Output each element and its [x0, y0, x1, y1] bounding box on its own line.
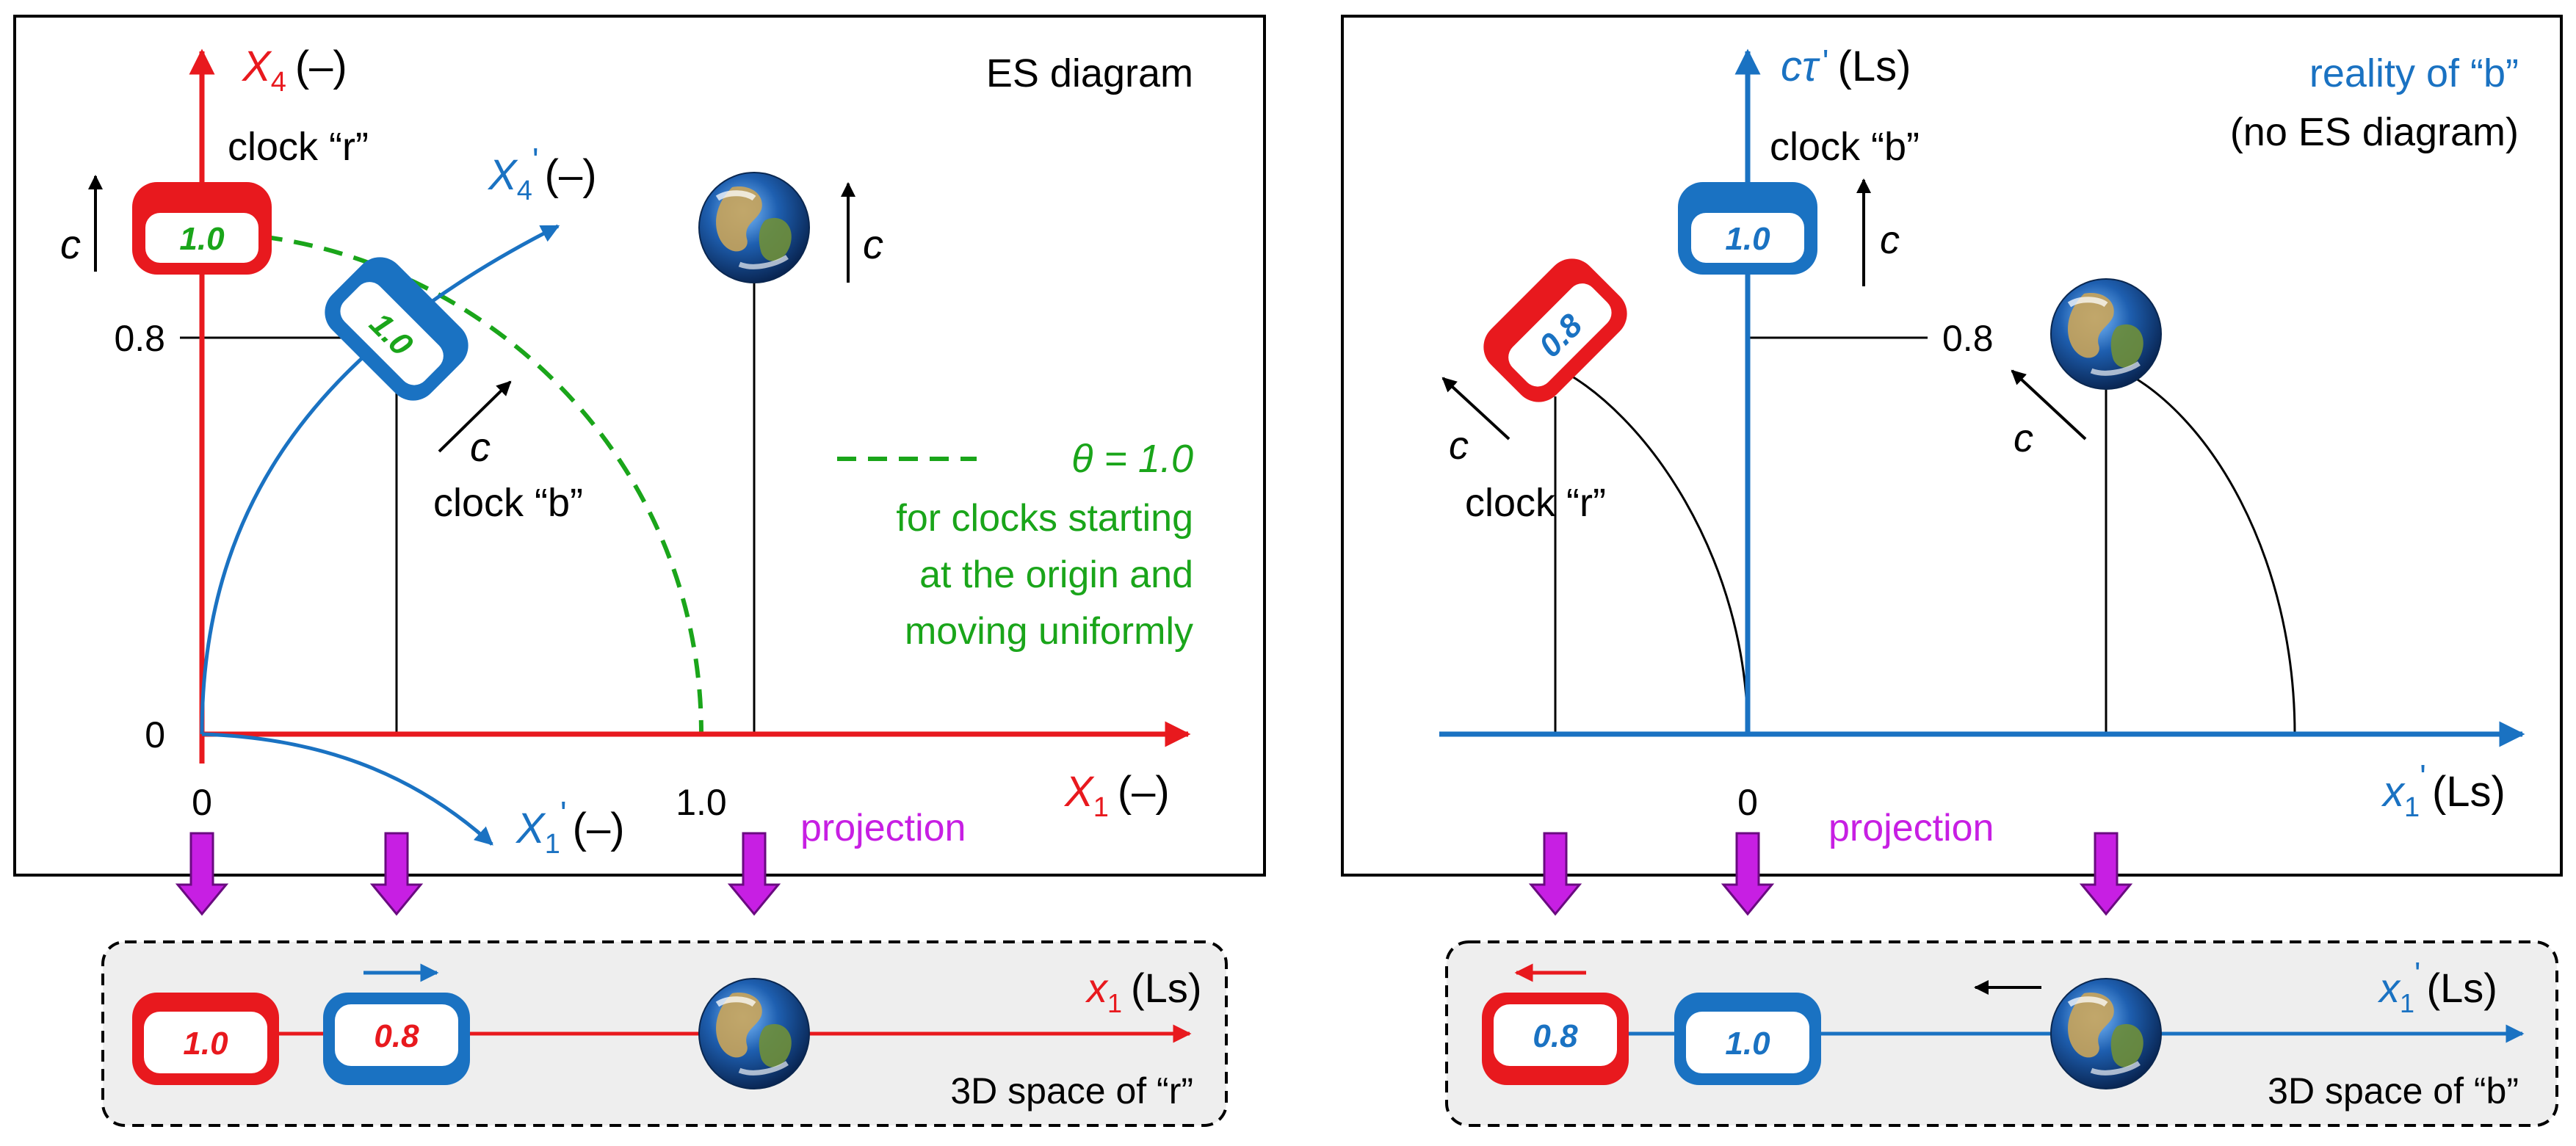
- worldline-earth-curve: [2114, 366, 2296, 735]
- earth-left: [699, 173, 809, 283]
- x1-axis-label: X1(–): [1063, 768, 1170, 823]
- x4-axis-label: X4(–): [241, 43, 347, 98]
- projection-arrow-2: [369, 832, 424, 916]
- clock-r-right: 0.8: [1483, 258, 1627, 402]
- x1-prime-axis: [201, 732, 493, 846]
- clock-b-right: 1.0: [1678, 182, 1817, 275]
- c-label-clock-r-right: c: [1449, 424, 1469, 468]
- bottom-right-panel: x1'(Ls) 3D space of “b” 0.8 1.0: [1445, 940, 2558, 1127]
- bottom-left-axis-label: x1(Ls): [1085, 965, 1201, 1018]
- tick-08-label: 0.8: [114, 318, 165, 359]
- bottom-left-clock-r-display: 1.0: [183, 1026, 228, 1062]
- clock-r-label-right: clock “r”: [1465, 481, 1606, 525]
- projection-arrow-4: [1528, 832, 1582, 916]
- clock-r-label: clock “r”: [228, 125, 369, 169]
- earth-right: [2051, 279, 2161, 389]
- bottom-left-clock-r: 1.0: [132, 993, 279, 1085]
- c-arrow-earth-right: [2011, 369, 2087, 440]
- theta-desc-3: moving uniformly: [905, 610, 1193, 653]
- tick-0-x-label: 0: [192, 782, 212, 823]
- projection-arrow-3: [727, 832, 781, 916]
- projection-arrow-5: [1721, 832, 1775, 916]
- projection-label-left: projection: [800, 807, 966, 849]
- bottom-left-label: 3D space of “r”: [950, 1070, 1193, 1111]
- c-arrow-clock-r-right: [1441, 377, 1510, 440]
- bottom-right-clock-r: 0.8: [1482, 993, 1629, 1085]
- projection-arrow-6: [2079, 832, 2133, 916]
- x1-prime-axis-label-right: x1'(Ls): [2381, 758, 2506, 823]
- right-title-2: (no ES diagram): [2230, 110, 2519, 154]
- bottom-right-axis-label: x1'(Ls): [2377, 956, 2497, 1018]
- worldline-r-curve: [1555, 366, 1749, 735]
- c-label-left-r: c: [60, 221, 81, 267]
- clock-r-display: 1.0: [179, 221, 225, 257]
- clock-r: 1.0: [132, 182, 272, 275]
- bottom-left-clock-b-display: 0.8: [374, 1018, 419, 1054]
- bottom-right-clock-b-display: 1.0: [1725, 1026, 1770, 1062]
- right-title-1: reality of “b”: [2309, 51, 2519, 95]
- theta-arc: [201, 231, 703, 735]
- bottom-left-clock-b: 0.8: [323, 993, 470, 1085]
- bottom-right-clock-r-display: 0.8: [1533, 1018, 1578, 1054]
- bottom-right-clock-b: 1.0: [1674, 993, 1821, 1085]
- bottom-right-label: 3D space of “b”: [2268, 1070, 2519, 1111]
- left-title: ES diagram: [986, 51, 1193, 95]
- clock-b-label-right: clock “b”: [1770, 125, 1920, 169]
- tick-0-label-right: 0: [1737, 782, 1758, 823]
- bottom-left-panel: x1(Ls) 3D space of “r” 1.0 0.8: [101, 940, 1228, 1127]
- projection-arrows: [175, 832, 2133, 916]
- x1-prime-axis-label: X1'(–): [515, 794, 625, 860]
- ctau-axis-label: cτ'(Ls): [1781, 43, 1911, 90]
- c-label-earth-right: c: [2014, 416, 2033, 460]
- x4-prime-axis: [200, 224, 560, 735]
- tick-10-label: 1.0: [676, 782, 727, 823]
- theta-desc-1: for clocks starting: [896, 497, 1193, 540]
- projection-label-right: projection: [1828, 807, 1994, 849]
- earth-bottom-left: [699, 979, 809, 1089]
- left-panel: ES diagram X4(–) X4'(–) X1(–) X1'(–) 0.8: [13, 15, 1266, 877]
- projection-arrow-1: [175, 832, 229, 916]
- c-arrow-clock-b: [438, 380, 512, 453]
- x4-prime-axis-label: X4'(–): [487, 141, 597, 206]
- theta-legend: θ = 1.0: [1071, 437, 1193, 481]
- tick-0-y-label: 0: [145, 714, 165, 755]
- c-label-clock-b-right: c: [1880, 218, 1900, 262]
- clock-b-right-display: 1.0: [1725, 221, 1770, 257]
- clock-b-label: clock “b”: [433, 481, 583, 525]
- clock-b: 1.0: [325, 257, 468, 401]
- c-label-clock-b: c: [470, 424, 491, 470]
- earth-bottom-right: [2051, 979, 2161, 1089]
- tick-08-label-right: 0.8: [1942, 318, 1994, 359]
- theta-desc-2: at the origin and: [919, 554, 1193, 596]
- right-panel: reality of “b” (no ES diagram) cτ'(Ls) x…: [1341, 15, 2563, 877]
- c-label-earth-left: c: [863, 221, 883, 267]
